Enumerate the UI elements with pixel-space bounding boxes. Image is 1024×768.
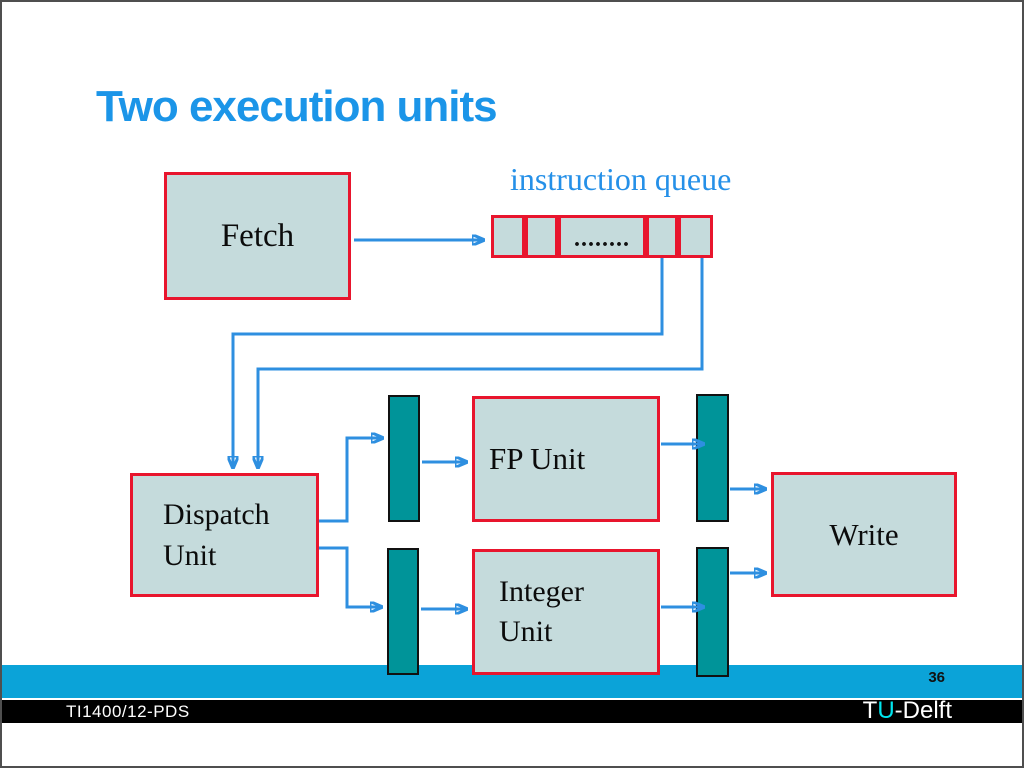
dispatch-label-line2: Unit xyxy=(163,539,217,572)
instruction-queue-label: instruction queue xyxy=(510,161,732,197)
fp-unit-box: FP Unit xyxy=(472,396,660,522)
integer-label-line1: Integer xyxy=(499,574,584,608)
queue-cell xyxy=(525,215,558,258)
reservation-buffer-bar-lower-left xyxy=(387,548,419,675)
write-label: Write xyxy=(829,516,899,552)
logo-letter-t: T xyxy=(862,697,878,724)
queue-cell xyxy=(678,215,713,258)
fetch-box: Fetch xyxy=(164,172,351,300)
footer-black-bar: TI1400/12-PDS TU-Delft xyxy=(2,697,1022,725)
logo-letter-u: U xyxy=(877,697,895,724)
integer-unit-box: Integer Unit xyxy=(472,549,660,675)
dispatch-unit-box: Dispatch Unit xyxy=(130,473,319,597)
slide-title: Two execution units xyxy=(96,82,498,131)
queue-cell xyxy=(491,215,525,258)
fp-unit-label: FP Unit xyxy=(489,441,586,476)
logo-rest: -Delft xyxy=(894,697,952,724)
result-buffer-bar-lower-right xyxy=(696,547,729,677)
arrow-dispatch-to-upper-bar xyxy=(319,438,382,523)
tu-delft-logo: TU-Delft xyxy=(863,697,952,725)
queue-dots: ........ xyxy=(574,226,630,252)
queue-cell-ellipsis: ........ xyxy=(558,215,646,258)
course-code: TI1400/12-PDS xyxy=(66,701,190,721)
write-box: Write xyxy=(771,472,957,597)
integer-label-line2: Unit xyxy=(499,615,553,648)
page-number: 36 xyxy=(928,669,945,686)
result-buffer-bar-upper-right xyxy=(696,394,729,522)
queue-cell xyxy=(646,215,678,258)
fetch-label: Fetch xyxy=(220,217,295,254)
reservation-buffer-bar-upper-left xyxy=(388,395,420,522)
arrow-dispatch-to-lower-bar xyxy=(319,546,381,607)
instruction-queue: ........ xyxy=(491,215,713,258)
dispatch-label-line1: Dispatch xyxy=(163,497,270,531)
